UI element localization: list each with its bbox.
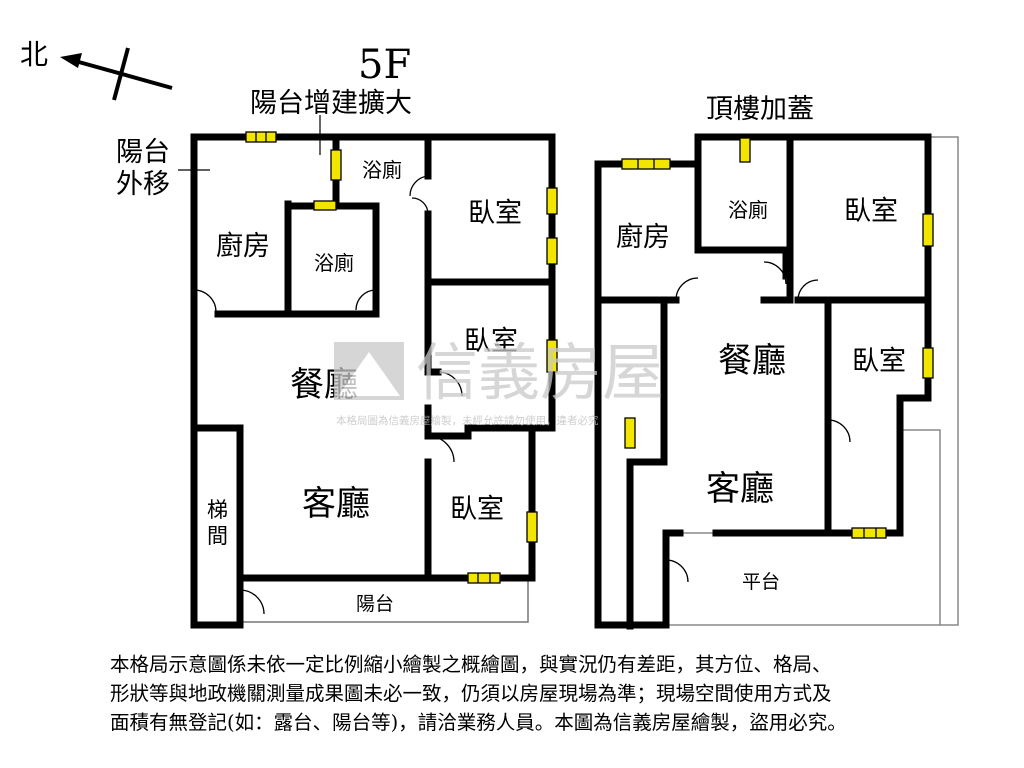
windows-roof: [621, 137, 934, 539]
door-swing: [665, 559, 689, 583]
window: [245, 131, 277, 143]
roof-room-bedroom-2: 臥室: [852, 346, 906, 377]
door-swing: [427, 435, 455, 463]
window: [526, 511, 538, 543]
window: [922, 213, 934, 247]
doors-roof: [665, 261, 851, 583]
plan-roof: 頂樓加蓋: [594, 94, 959, 630]
roof-room-living: 客廳: [706, 469, 774, 509]
north-label: 北: [20, 38, 48, 71]
room-balcony: 陽台: [356, 593, 394, 615]
window: [624, 417, 636, 449]
doors-5f: [193, 175, 463, 615]
floor-plan-drawing: 北 5F 陽台增建擴大 陽台 外移: [20, 38, 959, 630]
room-bedroom-3: 臥室: [450, 494, 504, 525]
roof-room-bedroom-1: 臥室: [844, 196, 898, 227]
window: [330, 149, 342, 181]
room-kitchen: 廚房: [216, 231, 270, 262]
watermark-small-text: 本格局圖為信義房屋繪製，未經允許請勿使用，違者必究: [336, 414, 599, 427]
watermark: 信義房屋 本格局圖為信義房屋繪製，未經允許請勿使用，違者必究: [334, 336, 664, 427]
room-bath-top: 浴廁: [362, 158, 402, 182]
roof-room-bath: 浴廁: [728, 198, 768, 222]
door-swing: [827, 419, 851, 443]
floor-5f-title: 5F: [358, 42, 411, 88]
balcony-moved-note-1: 陽台: [116, 137, 170, 168]
room-bedroom-2: 臥室: [464, 326, 518, 357]
watermark-brand: 信義房屋: [416, 336, 664, 409]
compass-crossbar: [112, 47, 130, 101]
compass: 北: [20, 38, 173, 101]
door-swing: [763, 261, 787, 285]
door-swing: [239, 589, 265, 615]
disclaimer-line-3: 面積有無登記(如：露台、陽台等)，請洽業務人員。本圖為信義房屋繪製，盜用必究。: [110, 711, 847, 734]
window: [546, 237, 558, 265]
room-bath-inner: 浴廁: [314, 251, 354, 275]
north-arrow-icon: [60, 53, 82, 68]
disclaimer-line-2: 形狀等與地政機關測量成果圖未必一致，仍須以房屋現場為準；現場空間使用方式及: [110, 682, 832, 705]
disclaimer-line-1: 本格局示意圖係未依一定比例縮小繪製之概繪圖，與實況仍有差距，其方位、格局、: [110, 653, 832, 676]
window: [467, 572, 501, 584]
windows-5f: [245, 131, 558, 584]
balcony-extension-note: 陽台增建擴大: [250, 88, 412, 119]
room-stair-1: 梯: [207, 498, 228, 522]
door-swing: [409, 175, 429, 197]
window: [621, 158, 671, 170]
door-swing: [355, 289, 377, 311]
window: [546, 339, 558, 373]
roof-room-platform: 平台: [742, 571, 780, 593]
disclaimer: 本格局示意圖係未依一定比例縮小繪製之概繪圖，與實況仍有差距，其方位、格局、 形狀…: [110, 650, 1010, 737]
room-bedroom-1: 臥室: [468, 198, 522, 229]
window: [313, 200, 337, 211]
door-swing: [797, 279, 819, 301]
roof-room-kitchen: 廚房: [616, 222, 670, 253]
door-swing: [411, 197, 429, 215]
watermark-logo-roof: [338, 352, 400, 396]
balcony-moved-note-2: 外移: [116, 169, 170, 200]
floor-roof-title: 頂樓加蓋: [706, 94, 814, 125]
door-swing: [193, 289, 217, 313]
window: [546, 187, 558, 215]
room-stair-2: 間: [207, 524, 228, 548]
door-swing: [675, 277, 699, 301]
window: [851, 527, 887, 539]
plan-5f: 5F 陽台增建擴大 陽台 外移: [116, 42, 558, 629]
roof-room-dining: 餐廳: [718, 341, 786, 381]
window: [922, 347, 934, 379]
room-living: 客廳: [302, 484, 370, 524]
walls-roof: [594, 133, 932, 630]
door-swing: [437, 371, 463, 397]
window: [739, 137, 751, 163]
